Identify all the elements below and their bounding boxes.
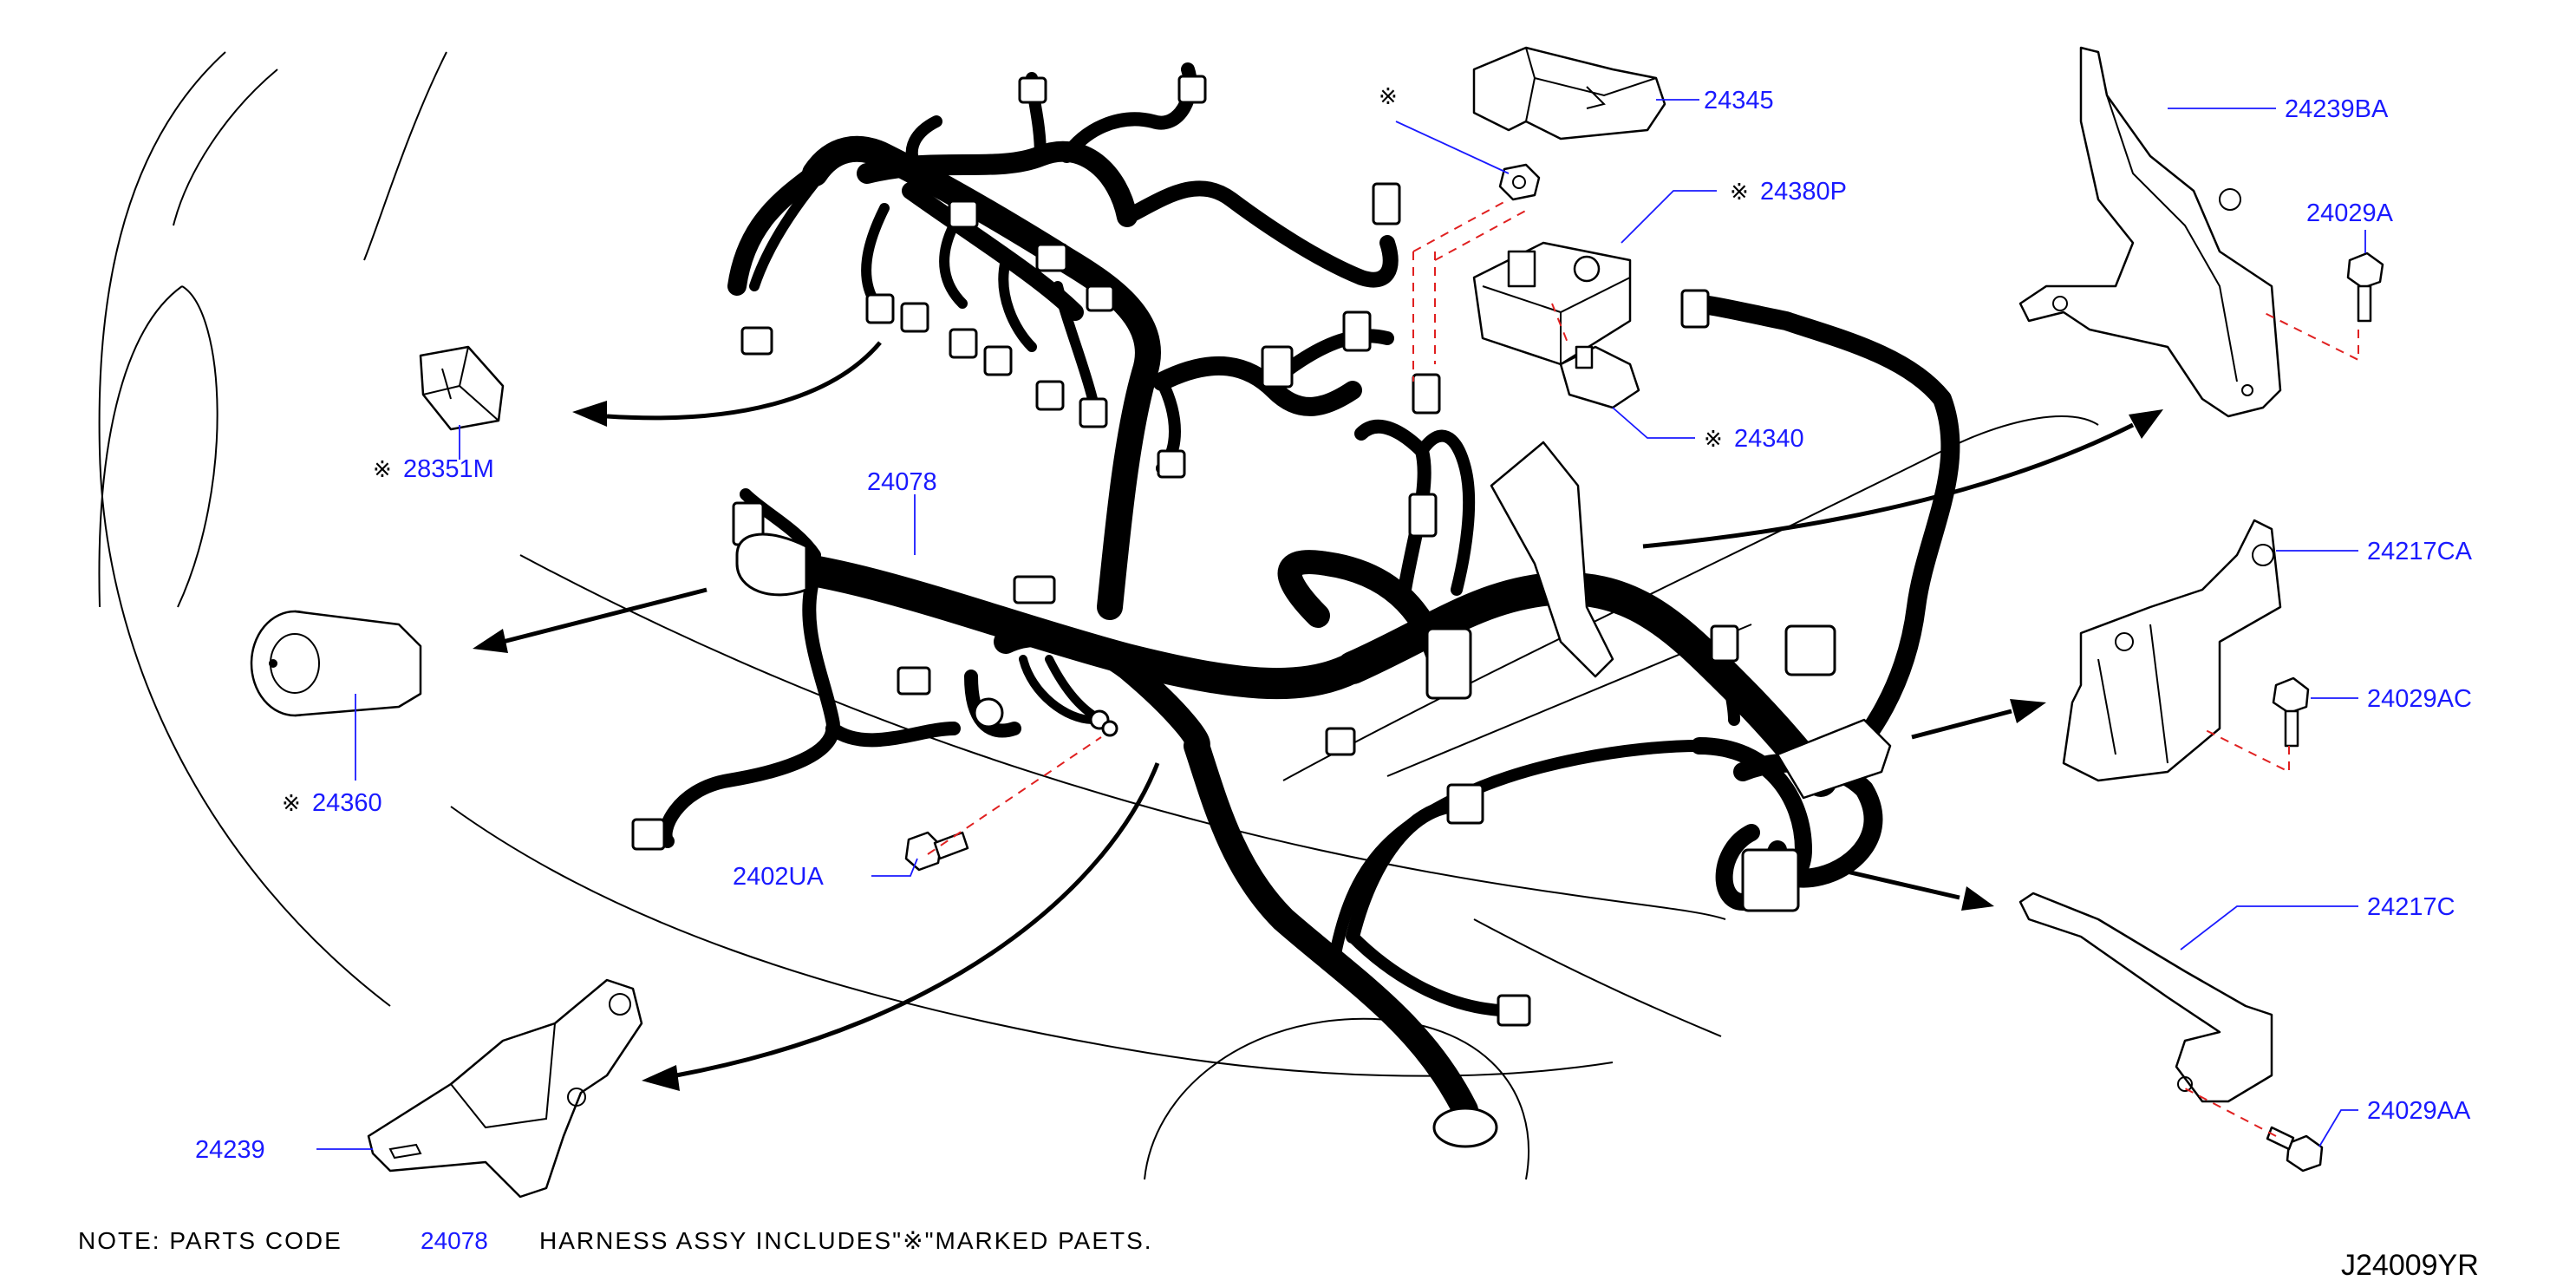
part-24029aa-bolt <box>2266 1126 2324 1173</box>
diagram-code: J24009YR <box>2341 1249 2479 1282</box>
label-24239: 24239 <box>195 1136 265 1164</box>
note-prefix: NOTE: PARTS CODE <box>78 1227 342 1254</box>
footer-note: NOTE: PARTS CODE 24078 HARNESS ASSY INCL… <box>78 1227 1153 1254</box>
part-24217ca-bracket <box>2062 519 2282 782</box>
label-2402ua: 2402UA <box>733 863 824 891</box>
harness-connectors <box>631 75 1892 1148</box>
label-24217c: 24217C <box>2367 893 2455 921</box>
direction-arrows <box>473 341 2163 1091</box>
leader-lines <box>316 99 2366 1150</box>
main-harness-24078 <box>658 62 1960 1123</box>
mark-24360: ※ <box>282 791 301 817</box>
mark-24380p: ※ <box>1730 180 1749 206</box>
part-24345-cover <box>1472 46 1666 140</box>
label-24360: 24360 <box>312 789 382 817</box>
label-24380p: 24380P <box>1760 178 1847 206</box>
label-28351m: 28351M <box>403 455 494 483</box>
part-24217c-bracket <box>2018 892 2273 1103</box>
label-24239ba: 24239BA <box>2285 95 2389 123</box>
part-24239-bracket <box>367 978 643 1199</box>
note-suffix: HARNESS ASSY INCLUDES"※"MARKED PAETS. <box>539 1227 1153 1254</box>
label-24029a: 24029A <box>2306 199 2394 227</box>
alignment-dashed-lines <box>927 199 2359 1137</box>
label-24029ac: 24029AC <box>2367 685 2472 713</box>
part-24239ba-bracket <box>2018 46 2282 418</box>
label-24345: 24345 <box>1704 87 1774 114</box>
part-24360-grommet <box>250 610 422 717</box>
label-24078: 24078 <box>867 468 937 496</box>
part-labels: 24345 ※ ※ 24380P ※ 24340 ※ 28351M 24078 … <box>195 84 2473 1164</box>
part-24029ac-bolt <box>2272 676 2310 748</box>
part-nut <box>1498 163 1541 201</box>
label-24340: 24340 <box>1734 425 1804 453</box>
mark-28351m: ※ <box>373 457 392 483</box>
part-24029a-bolt <box>2346 252 2384 323</box>
part-2402ua-bolt <box>904 831 969 872</box>
mark-24340: ※ <box>1704 427 1723 453</box>
part-28351m-relay <box>419 345 505 431</box>
note-parts-code: 24078 <box>421 1227 488 1254</box>
part-24340-terminal <box>1559 345 1640 409</box>
mark-nut: ※ <box>1379 84 1398 110</box>
vehicle-body-outline <box>98 51 2099 1180</box>
label-24217ca: 24217CA <box>2367 538 2473 565</box>
label-24029aa: 24029AA <box>2367 1097 2471 1125</box>
